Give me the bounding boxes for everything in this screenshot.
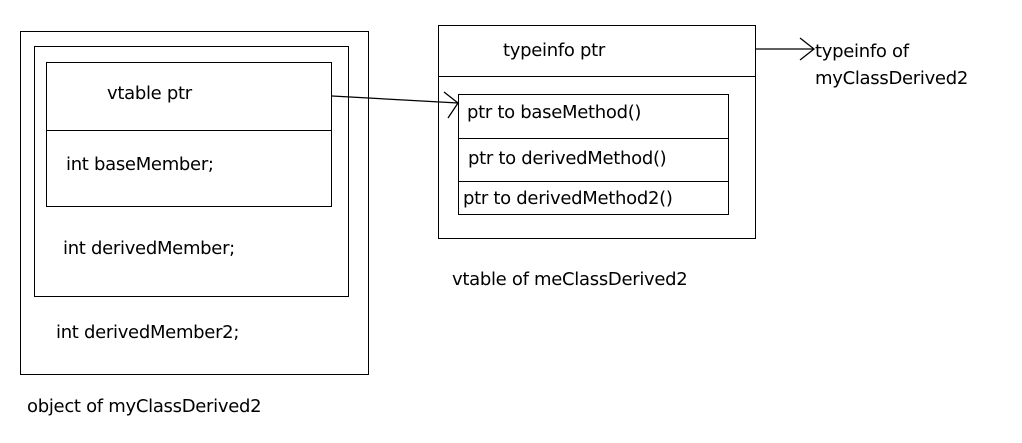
typeinfo-ptr-field: typeinfo ptr bbox=[503, 40, 605, 61]
typeinfo-ptr-arrow bbox=[756, 37, 816, 61]
typeinfo-label-line1: typeinfo of bbox=[815, 41, 909, 62]
typeinfo-label-line2: myClassDerived2 bbox=[815, 68, 968, 89]
derived2-object-box bbox=[20, 31, 369, 375]
derived-object-box bbox=[34, 46, 349, 297]
base-object-box bbox=[46, 62, 332, 207]
object-caption: object of myClassDerived2 bbox=[27, 396, 262, 417]
vtable-entry-divider-2 bbox=[458, 181, 729, 182]
vtable-header-divider bbox=[438, 76, 756, 77]
vtable-caption: vtable of meClassDerived2 bbox=[452, 269, 688, 290]
vtable-box bbox=[438, 25, 756, 239]
derived-member2-field: int derivedMember2; bbox=[56, 322, 240, 343]
vtable-entry-divider-1 bbox=[458, 138, 729, 139]
vtable-entry-base-method: ptr to baseMethod() bbox=[467, 102, 642, 123]
derived-member-field: int derivedMember; bbox=[63, 238, 235, 259]
vtable-ptr-field: vtable ptr bbox=[107, 83, 192, 104]
vtable-entry-derived-method: ptr to derivedMethod() bbox=[468, 148, 667, 169]
base-member-field: int baseMember; bbox=[66, 154, 214, 175]
vtable-entries-box bbox=[458, 94, 729, 215]
base-object-divider bbox=[46, 130, 332, 131]
vtable-entry-derived-method2: ptr to derivedMethod2() bbox=[463, 188, 673, 209]
